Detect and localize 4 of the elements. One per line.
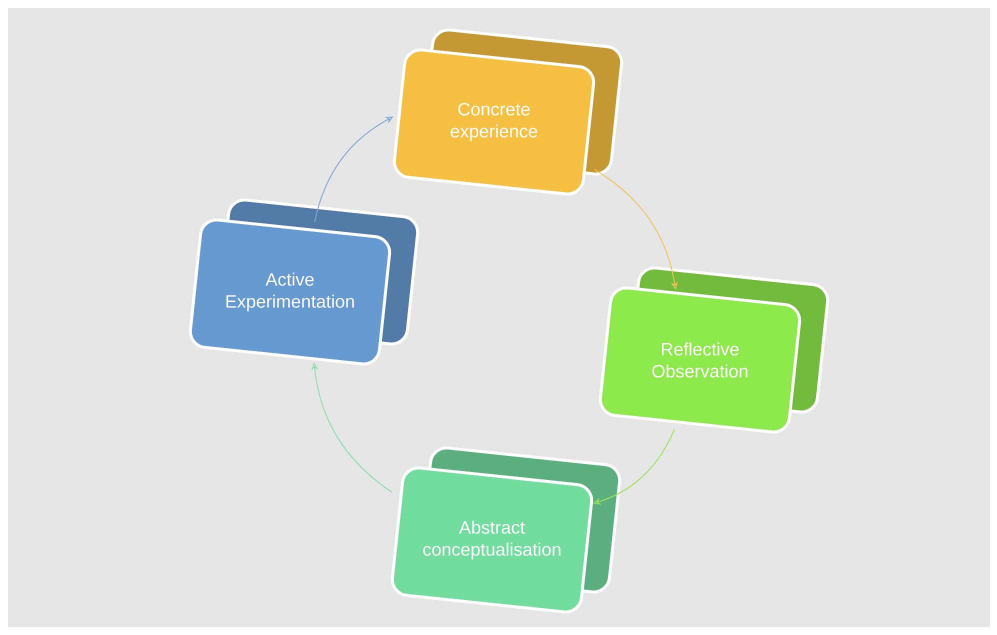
- block-box: Abstract conceptualisation: [390, 446, 622, 614]
- block-box: Active Experimentation: [188, 198, 420, 366]
- block-box: Concrete experience: [392, 28, 624, 196]
- block-box: Reflective Observation: [598, 266, 830, 434]
